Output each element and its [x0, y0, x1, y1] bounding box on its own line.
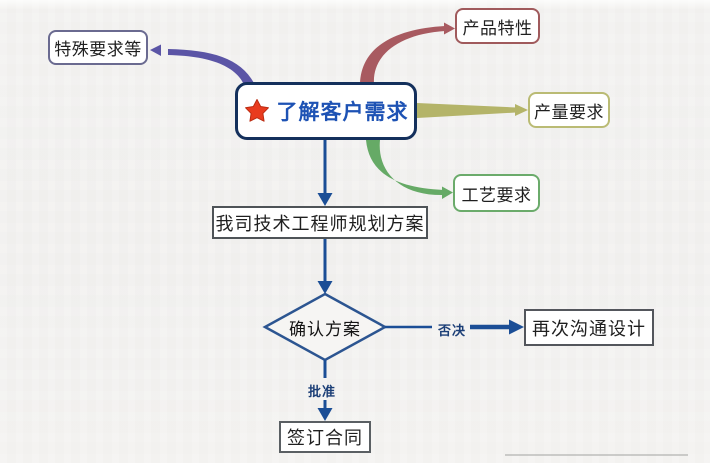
- arrow-reject: [385, 319, 524, 335]
- arrow-center-to-plan: [317, 140, 333, 206]
- redesign-node-label: 再次沟通设计: [532, 318, 646, 339]
- star-icon: [244, 99, 269, 122]
- node-sign-contract: 签订合同: [279, 421, 371, 453]
- reject-label-text: 否决: [437, 323, 466, 338]
- branch-line-process: [366, 140, 453, 199]
- contract-node-label: 签订合同: [287, 428, 363, 448]
- branch-line-special: [150, 44, 254, 90]
- branch-label-special: 特殊要求等: [54, 40, 142, 59]
- node-engineer-plan: 我司技术工程师规划方案: [212, 206, 428, 239]
- arrow-approve: [317, 360, 333, 421]
- branch-line-product: [360, 22, 455, 84]
- node-redesign: 再次沟通设计: [524, 309, 654, 346]
- arrow-plan-to-decision: [317, 239, 333, 294]
- node-product-characteristics: 产品特性: [455, 8, 540, 44]
- edge-label-reject: 否决: [430, 320, 474, 339]
- decision-label: 确认方案: [265, 310, 385, 344]
- center-node-label: 了解客户需求: [276, 101, 409, 124]
- branch-line-volume: [417, 103, 528, 118]
- branch-label-process: 工艺要求: [461, 185, 532, 205]
- plan-node-label: 我司技术工程师规划方案: [215, 213, 425, 234]
- decision-label-text: 确认方案: [289, 319, 361, 339]
- node-volume-requirements: 产量要求: [528, 92, 610, 128]
- branch-label-product: 产品特性: [462, 18, 533, 38]
- node-understand-customer-needs: 了解客户需求: [235, 82, 417, 140]
- branch-label-volume: 产量要求: [534, 102, 604, 122]
- node-special-requirements: 特殊要求等: [48, 30, 148, 65]
- edge-label-approve: 批准: [300, 381, 344, 400]
- node-process-requirements: 工艺要求: [453, 174, 540, 212]
- approve-label-text: 批准: [307, 384, 336, 399]
